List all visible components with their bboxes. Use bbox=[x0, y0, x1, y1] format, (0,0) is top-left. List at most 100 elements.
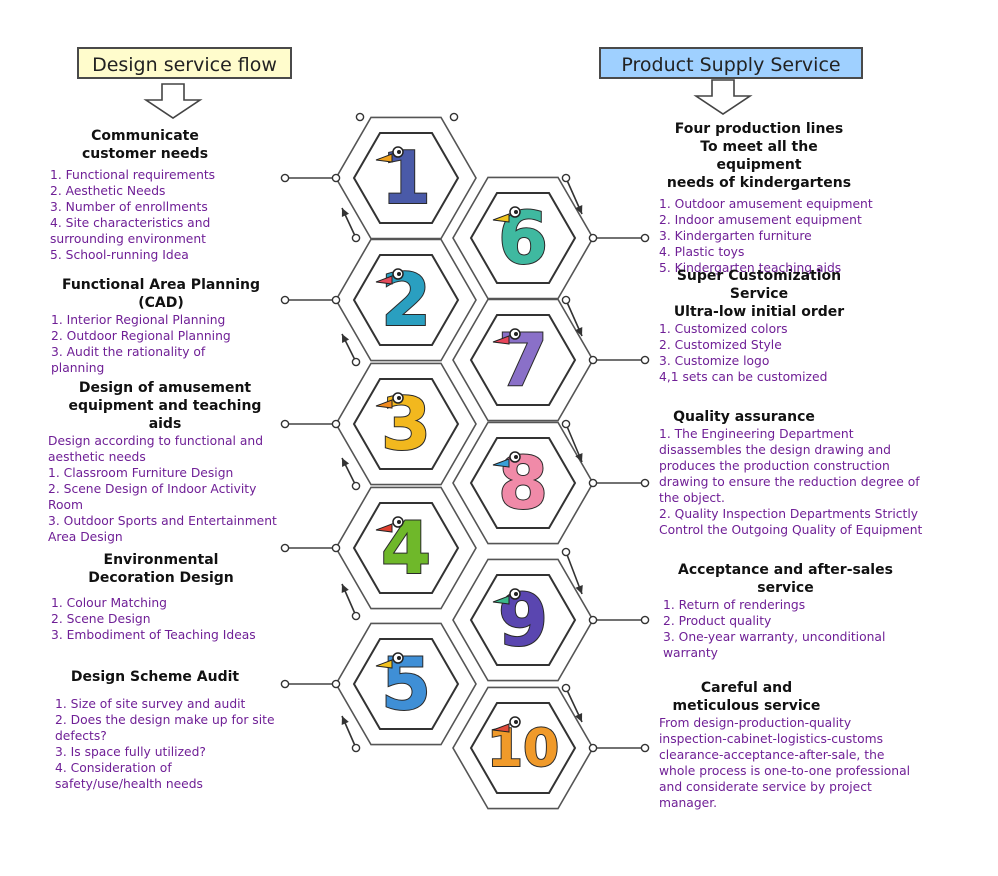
section-design-scheme-audit: Design Scheme Audit 1. Size of site surv… bbox=[55, 668, 285, 792]
list-item: 2. Scene Design bbox=[51, 612, 151, 626]
beak-icon bbox=[492, 723, 510, 733]
section-title: Design Scheme Audit bbox=[70, 669, 240, 685]
beak-icon bbox=[375, 523, 393, 533]
connector-dot bbox=[588, 355, 598, 365]
list-item: 2. Scene Design of Indoor Activity Room bbox=[48, 482, 257, 512]
hex-number-1: 1 bbox=[381, 136, 431, 220]
arrow-head-icon bbox=[341, 716, 349, 725]
connector-dot bbox=[561, 173, 571, 183]
connector-dot bbox=[588, 478, 598, 488]
inner-hexagon bbox=[352, 254, 460, 346]
hex-number-6: 6 bbox=[498, 196, 548, 280]
list-item: 1. Colour Matching bbox=[51, 596, 167, 610]
arrow-head-icon bbox=[341, 208, 349, 217]
connector-dot bbox=[640, 478, 650, 488]
header-design-service-flow: Design service flow bbox=[77, 47, 292, 79]
list-item: 3. Embodiment of Teaching Ideas bbox=[51, 628, 256, 642]
inner-hexagon bbox=[469, 192, 577, 284]
list-item: 5. Kindergarten teaching aids bbox=[659, 261, 842, 275]
pupil-icon bbox=[397, 520, 401, 524]
list-item: Design according to functional and aesth… bbox=[48, 434, 263, 464]
connector-dot bbox=[355, 112, 365, 122]
beak-icon bbox=[375, 659, 393, 669]
arrow-head-icon bbox=[342, 458, 350, 467]
outer-hexagon bbox=[452, 421, 594, 545]
beak-icon bbox=[375, 399, 393, 409]
connector-dot bbox=[561, 419, 571, 429]
connector-dot bbox=[331, 173, 341, 183]
connector-dot bbox=[331, 679, 341, 689]
list-item: 1. Return of renderings bbox=[663, 598, 806, 612]
list-item: 2. Indoor amusement equipment bbox=[659, 213, 862, 227]
list-item: 2. Does the design make up for site defe… bbox=[55, 713, 275, 743]
beak-icon bbox=[375, 275, 393, 285]
list-item: 2. Outdoor Regional Planning bbox=[51, 329, 231, 343]
section-title: Quality assurance bbox=[673, 409, 815, 425]
list-item: 2. Product quality bbox=[663, 614, 772, 628]
inner-hexagon bbox=[352, 378, 460, 470]
pupil-icon bbox=[514, 720, 518, 724]
arrow-head-icon bbox=[341, 584, 349, 593]
list-item: 1. Functional requirements bbox=[50, 168, 216, 182]
connector-dot bbox=[280, 173, 290, 183]
hex-number-3: 3 bbox=[381, 382, 431, 466]
beak-icon bbox=[492, 335, 510, 345]
list-item: 5. School-running Idea bbox=[50, 248, 189, 262]
connector-dot bbox=[351, 233, 361, 243]
hex-number-9: 9 bbox=[498, 578, 548, 662]
connector-dot bbox=[640, 355, 650, 365]
list-item: 3. One-year warranty, unconditional warr… bbox=[663, 630, 886, 660]
inner-hexagon bbox=[352, 502, 460, 594]
inner-hexagon bbox=[469, 574, 577, 666]
connector-dot bbox=[561, 295, 571, 305]
list-item: 2. Customized Style bbox=[659, 338, 782, 352]
list-item: 4,1 sets can be customized bbox=[659, 370, 828, 384]
connector-dot bbox=[588, 615, 598, 625]
connector-dot bbox=[449, 112, 459, 122]
list-item: 1. Size of site survey and audit bbox=[55, 697, 246, 711]
header-product-supply-service: Product Supply Service bbox=[599, 47, 863, 79]
list-item: 1. The Engineering Department disassembl… bbox=[659, 427, 920, 505]
list-item: 3. Number of enrollments bbox=[50, 200, 208, 214]
list-item: 4. Plastic toys bbox=[659, 245, 745, 259]
hex-number-4: 4 bbox=[381, 506, 431, 590]
arrow-head-icon bbox=[575, 585, 583, 594]
hex-number-7: 7 bbox=[498, 318, 548, 402]
inner-hexagon bbox=[352, 132, 460, 224]
pupil-icon bbox=[514, 455, 518, 459]
connector-dot bbox=[351, 743, 361, 753]
connector-dot bbox=[588, 743, 598, 753]
connector-dot bbox=[280, 543, 290, 553]
pupil-icon bbox=[514, 210, 518, 214]
arrow-head-icon bbox=[342, 334, 350, 343]
list-item: 4. Site characteristics and surrounding … bbox=[50, 216, 211, 246]
section-functional-area-planning: Functional Area Planning(CAD) 1. Interio… bbox=[51, 276, 271, 376]
list-item: 1. Customized colors bbox=[659, 322, 788, 336]
arrow-head-icon bbox=[575, 327, 583, 336]
connector-dot bbox=[331, 419, 341, 429]
hex-number-8: 8 bbox=[498, 441, 548, 525]
list-item: 3. Outdoor Sports and Entertainment Area… bbox=[48, 514, 277, 544]
pupil-icon bbox=[397, 656, 401, 660]
arrow-head-icon bbox=[575, 713, 583, 722]
down-arrow-icon bbox=[143, 83, 203, 119]
pupil-icon bbox=[514, 592, 518, 596]
connector-dot bbox=[280, 419, 290, 429]
connector-dot bbox=[588, 233, 598, 243]
section-title: Functional Area Planning(CAD) bbox=[61, 277, 261, 311]
outer-hexagon bbox=[452, 686, 594, 810]
pupil-icon bbox=[397, 396, 401, 400]
list-item: 3. Kindergarten furniture bbox=[659, 229, 812, 243]
